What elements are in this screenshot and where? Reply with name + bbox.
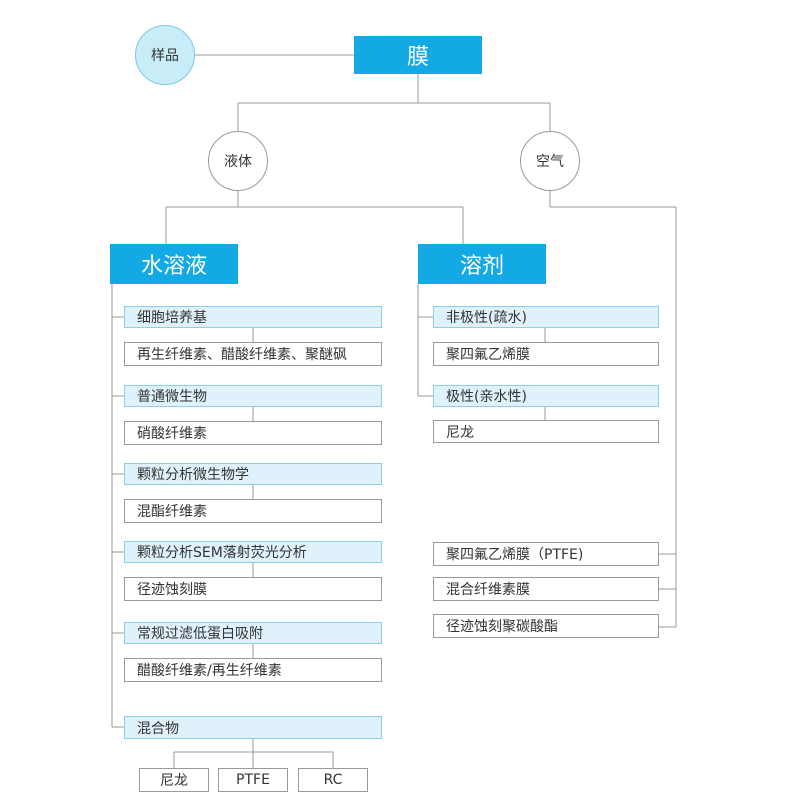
category-label: 细胞培养基 xyxy=(137,310,207,326)
aqueous-material-4: 径迹蚀刻膜 xyxy=(124,577,382,601)
category-label: 极性(亲水性) xyxy=(446,389,527,405)
membrane-label: 膜 xyxy=(406,45,429,70)
leaf-label: RC xyxy=(323,772,343,788)
air-material-3: 径迹蚀刻聚碳酸酯 xyxy=(433,614,659,638)
aqueous-category-1: 细胞培养基 xyxy=(124,306,382,328)
air-label: 空气 xyxy=(536,154,564,170)
material-label: 硝酸纤维素 xyxy=(137,426,207,442)
aqueous-label: 水溶液 xyxy=(140,254,207,279)
material-label: 再生纤维素、醋酸纤维素、聚醚砜 xyxy=(137,347,347,363)
material-label: 径迹蚀刻膜 xyxy=(137,582,207,598)
material-label: 尼龙 xyxy=(446,424,474,441)
leaf-label: 尼龙 xyxy=(160,773,188,789)
mixture-category: 混合物 xyxy=(124,716,382,739)
solvent-material-2: 尼龙 xyxy=(433,420,659,443)
membrane-header: 膜 xyxy=(354,36,482,74)
mixture-leaf-rc: RC xyxy=(298,768,368,792)
sample-circle: 样品 xyxy=(135,25,195,85)
aqueous-category-2: 普通微生物 xyxy=(124,385,382,407)
mixture-leaf-ptfe: PTFE xyxy=(218,768,288,792)
category-label: 颗粒分析SEM落射荧光分析 xyxy=(137,545,307,561)
aqueous-category-5: 常规过滤低蛋白吸附 xyxy=(124,622,382,644)
aqueous-category-3: 颗粒分析微生物学 xyxy=(124,463,382,485)
category-label: 混合物 xyxy=(137,720,179,737)
aqueous-material-2: 硝酸纤维素 xyxy=(124,421,382,445)
material-label: 径迹蚀刻聚碳酸酯 xyxy=(446,619,558,635)
aqueous-category-4: 颗粒分析SEM落射荧光分析 xyxy=(124,541,382,563)
leaf-label: PTFE xyxy=(236,772,270,788)
mixture-leaf-nylon: 尼龙 xyxy=(139,768,209,792)
air-circle: 空气 xyxy=(520,131,580,191)
material-label: 混酯纤维素 xyxy=(137,504,207,520)
solvent-material-1: 聚四氟乙烯膜 xyxy=(433,342,659,366)
solvent-label: 溶剂 xyxy=(459,254,504,279)
liquid-label: 液体 xyxy=(224,154,252,170)
air-material-1: 聚四氟乙烯膜（PTFE) xyxy=(433,542,659,566)
solvent-category-2: 极性(亲水性) xyxy=(433,385,659,407)
liquid-circle: 液体 xyxy=(208,131,268,191)
material-label: 醋酸纤维素/再生纤维素 xyxy=(137,663,282,679)
sample-label: 样品 xyxy=(151,48,179,64)
aqueous-material-3: 混酯纤维素 xyxy=(124,499,382,523)
aqueous-material-5: 醋酸纤维素/再生纤维素 xyxy=(124,658,382,682)
air-material-2: 混合纤维素膜 xyxy=(433,577,659,601)
aqueous-header: 水溶液 xyxy=(110,244,238,284)
category-label: 常规过滤低蛋白吸附 xyxy=(137,626,263,642)
material-label: 聚四氟乙烯膜 xyxy=(446,347,530,363)
solvent-category-1: 非极性(疏水) xyxy=(433,306,659,328)
solvent-header: 溶剂 xyxy=(418,244,546,284)
aqueous-material-1: 再生纤维素、醋酸纤维素、聚醚砜 xyxy=(124,342,382,366)
category-label: 颗粒分析微生物学 xyxy=(137,467,249,483)
category-label: 非极性(疏水) xyxy=(446,310,527,326)
material-label: 聚四氟乙烯膜（PTFE) xyxy=(446,547,584,563)
material-label: 混合纤维素膜 xyxy=(446,582,530,598)
category-label: 普通微生物 xyxy=(137,389,207,405)
